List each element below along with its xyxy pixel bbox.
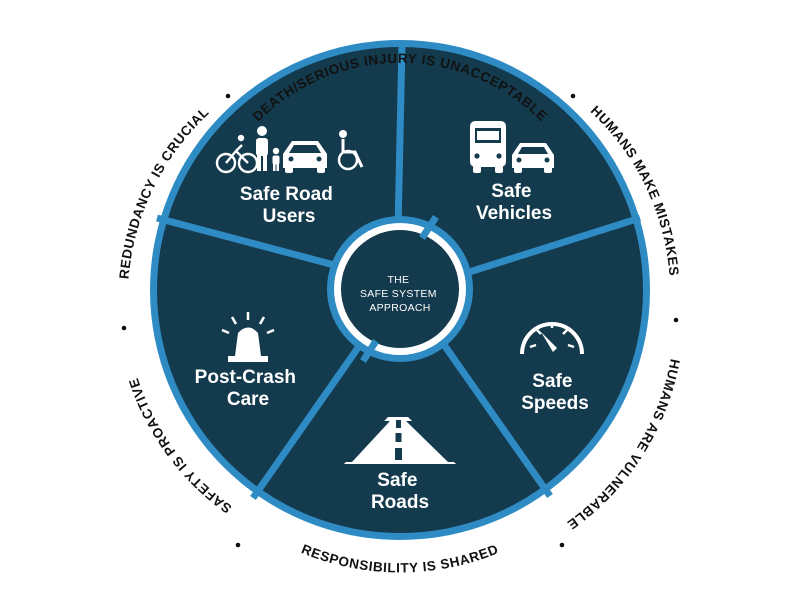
- speedometer-icon: [520, 322, 584, 355]
- segment-road-users-label: Safe Road Users: [240, 184, 338, 227]
- segment-post-crash: Post-Crash Care: [195, 312, 302, 410]
- center-hub-gaps: [360, 215, 439, 363]
- segment-vehicles-label: Safe Vehicles: [476, 181, 552, 224]
- bus-and-car-icon: [470, 121, 554, 173]
- segment-dividers: [156, 43, 642, 501]
- center-line-3: APPROACH: [369, 302, 430, 314]
- road-users-icon: [215, 126, 364, 174]
- center-title: THE SAFE SYSTEM APPROACH: [360, 274, 440, 314]
- center-line-1: THE: [387, 274, 409, 286]
- segment-speeds-label: Safe Speeds: [521, 371, 589, 414]
- segment-roads-label: Safe Roads: [371, 470, 429, 513]
- principle-separator-dots: [121, 93, 679, 548]
- principle-responsibility-shared: RESPONSIBILITY IS SHARED: [299, 541, 500, 575]
- segment-post-crash-label: Post-Crash Care: [195, 367, 302, 410]
- emergency-light-icon: [221, 312, 275, 362]
- road-icon: [344, 417, 456, 464]
- segment-vehicles: Safe Vehicles: [470, 121, 554, 224]
- segment-roads: Safe Roads: [344, 417, 456, 513]
- segment-speeds: Safe Speeds: [520, 322, 589, 414]
- segment-road-users: Safe Road Users: [215, 126, 364, 227]
- center-line-2: SAFE SYSTEM: [360, 288, 437, 300]
- center-hub: [341, 230, 459, 348]
